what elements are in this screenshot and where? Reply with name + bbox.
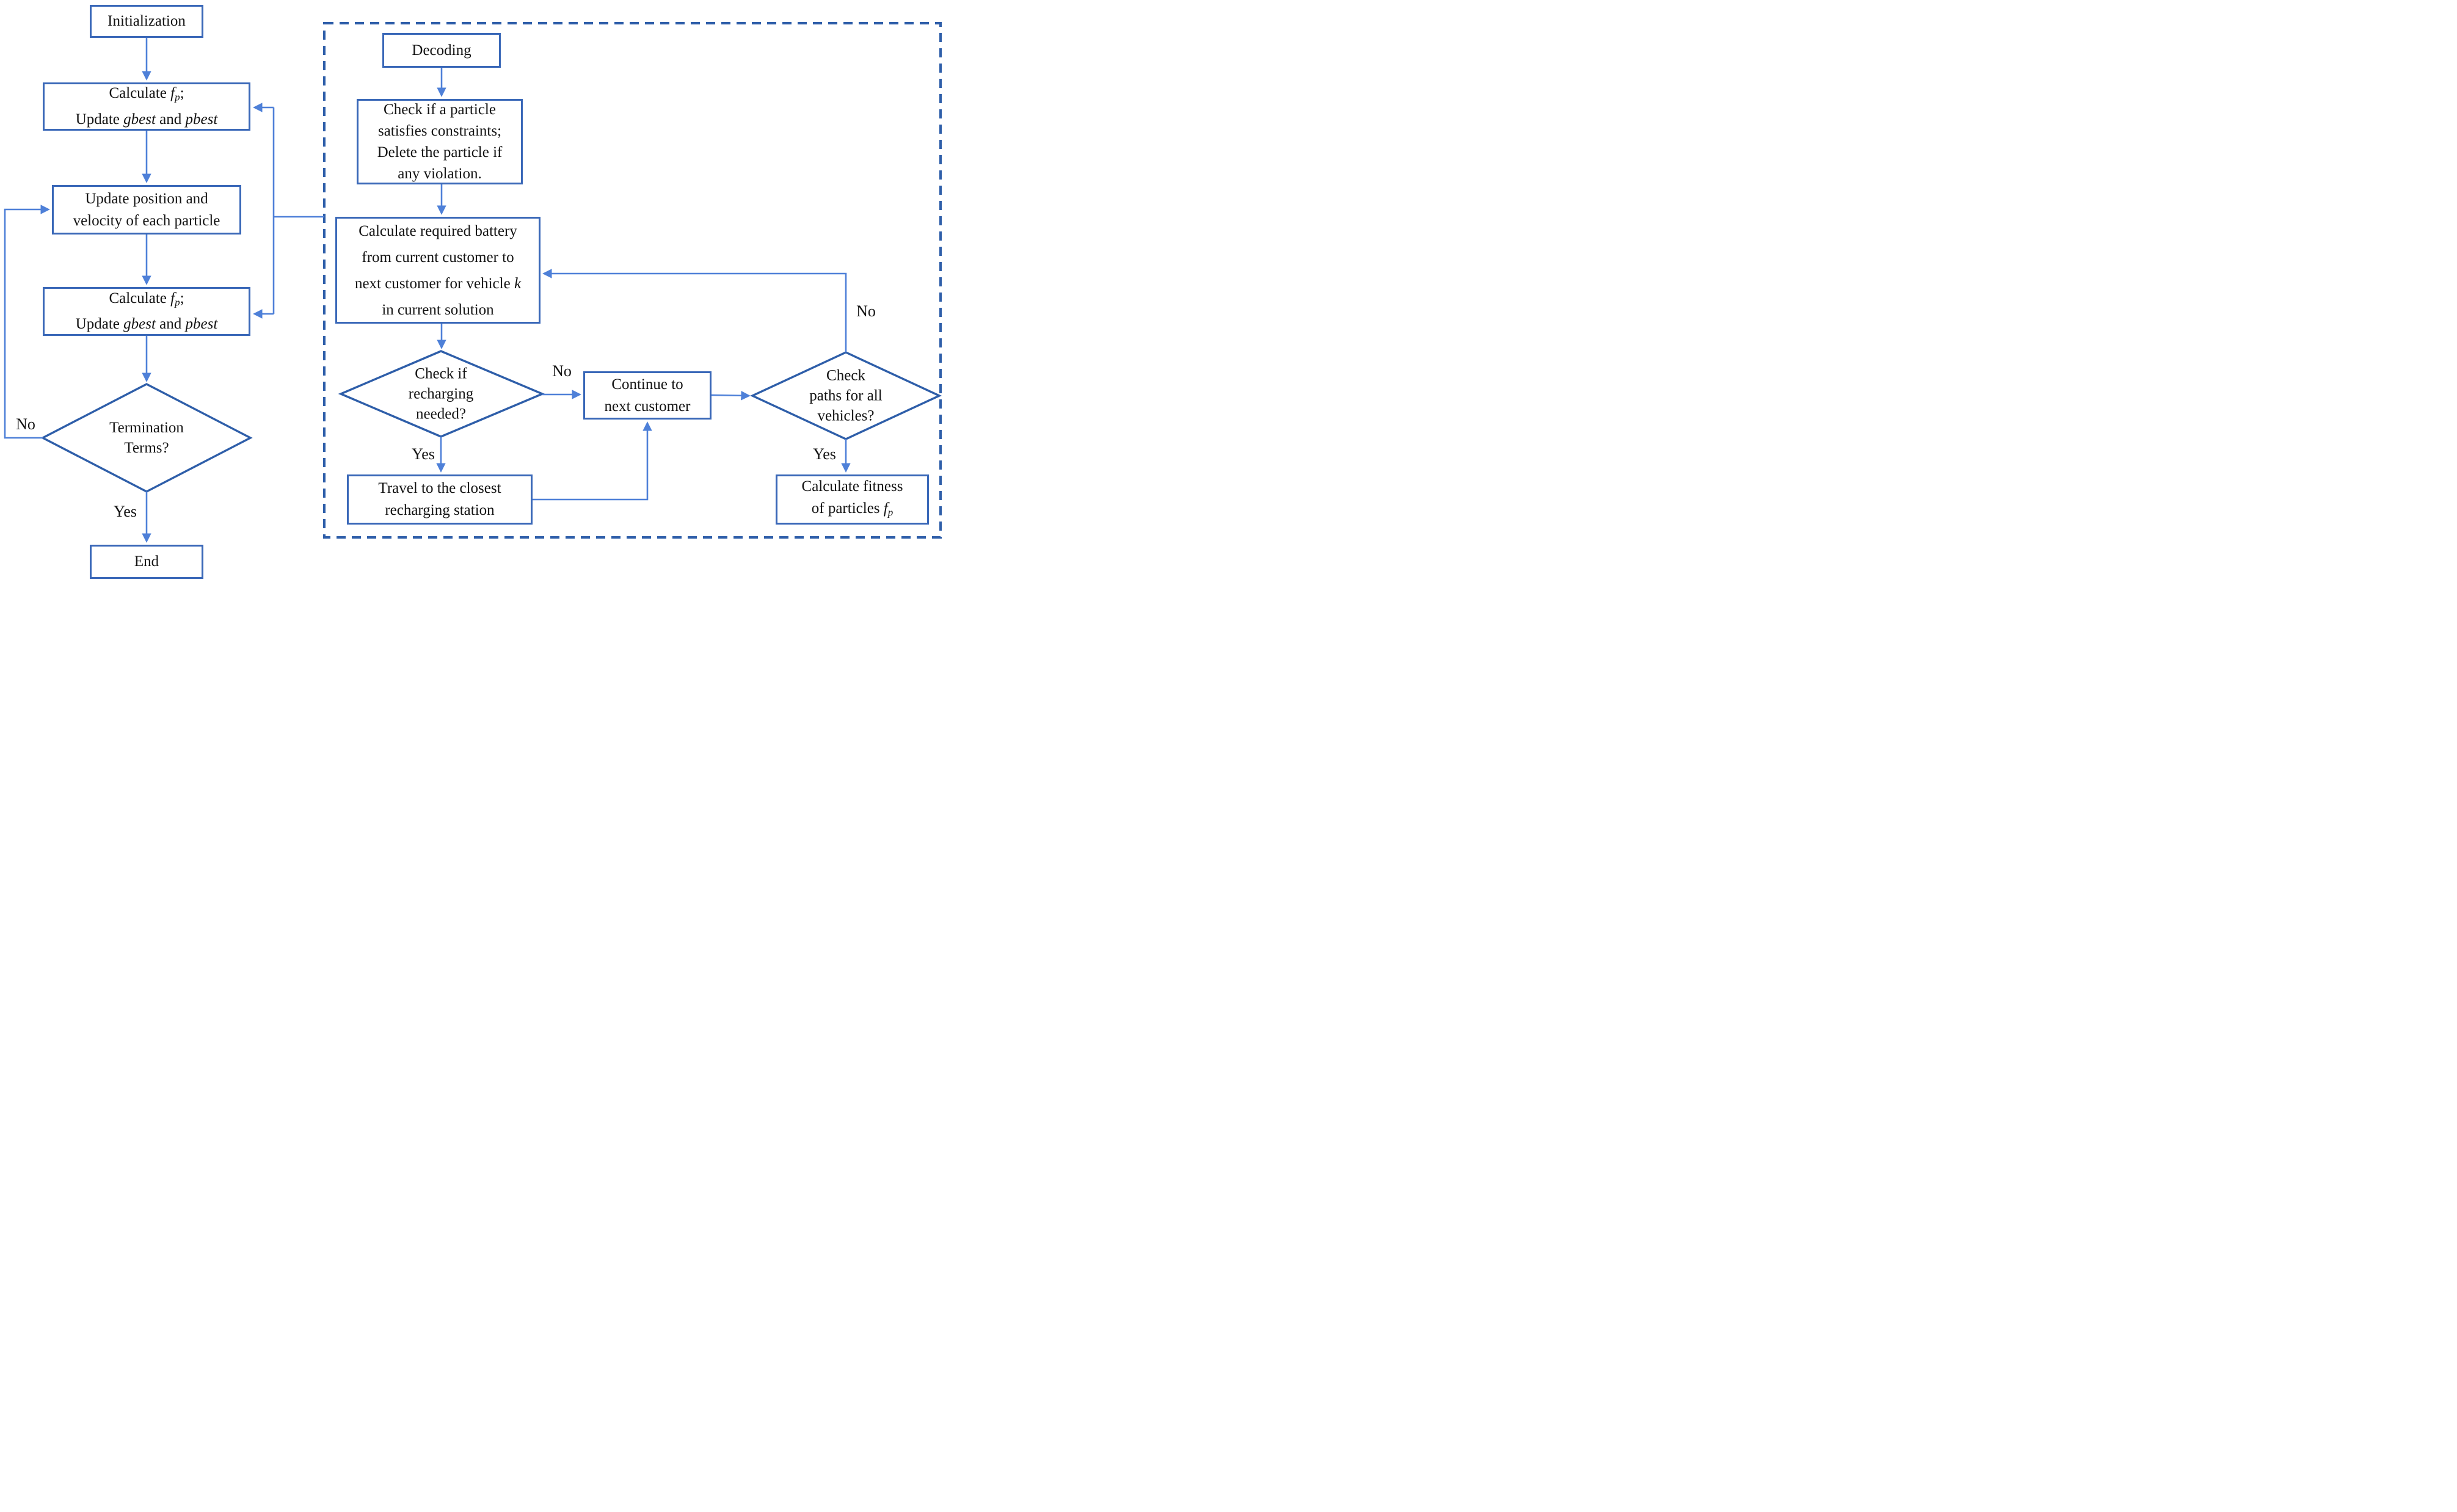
travel-line2: recharging station	[385, 502, 495, 518]
check-particle-line2: satisfies constraints;	[377, 123, 502, 139]
calc-fp-line1: Calculate fp;	[109, 288, 184, 313]
end-label: End	[134, 553, 159, 570]
calc-fp-update-box-1: Calculate fp; Update gbest and pbest	[43, 82, 250, 131]
yes-label-recharging: Yes	[412, 445, 435, 463]
update-text: Update	[75, 316, 124, 333]
update-text: Update	[75, 111, 124, 128]
fp-symbol: f	[170, 289, 175, 307]
continue-line1: Continue to	[611, 376, 683, 393]
end-box: End	[90, 545, 203, 579]
continue-next-customer-box: Continue to next customer	[583, 371, 712, 420]
pbest-symbol: pbest	[185, 111, 218, 128]
fitness-line2: of particles fp	[812, 498, 893, 523]
recharge-line3: needed?	[416, 405, 466, 423]
gbest-symbol: gbest	[123, 316, 156, 333]
initialization-label: Initialization	[107, 13, 186, 29]
decoding-box: Decoding	[382, 33, 501, 68]
calc-text: Calculate	[109, 85, 171, 102]
and-text: and	[155, 316, 186, 333]
recharging-needed-label: Check if recharging needed?	[409, 364, 473, 424]
no-label-paths: No	[856, 302, 876, 320]
recharge-line1: Check if	[415, 365, 467, 382]
feedback-travel-to-continue	[533, 421, 652, 501]
check-particle-line4: any violation.	[398, 165, 482, 182]
no-label-recharging: No	[552, 362, 572, 380]
check-particle-line1: Check if a particle	[384, 101, 496, 118]
fitness-line1: Calculate fitness	[801, 478, 903, 495]
yes-label-paths: Yes	[813, 445, 836, 463]
calc-fp-line2: Update gbest and pbest	[76, 109, 218, 131]
fp-subscript: p	[175, 91, 180, 103]
continue-line2: next customer	[604, 398, 691, 415]
check-particle-constraints-box: Check if a particle satisfies constraint…	[357, 99, 523, 184]
calc-fp-line1: Calculate fp;	[109, 82, 184, 108]
battery-line3-text: next customer for vehicle	[354, 275, 514, 292]
paths-line2: paths for all	[809, 387, 883, 404]
initialization-box: Initialization	[90, 5, 203, 38]
calc-fp-update-box-2: Calculate fp; Update gbest and pbest	[43, 287, 250, 336]
update-position-line2: velocity of each particle	[73, 212, 220, 229]
recharge-line2: recharging	[408, 385, 474, 402]
battery-line4: in current solution	[382, 301, 494, 318]
travel-line1: Travel to the closest	[378, 480, 501, 496]
decoding-subprocess-dashed-border	[323, 22, 942, 539]
check-paths-vehicles-label: Check paths for all vehicles?	[809, 366, 882, 426]
calc-required-battery-box: Calculate required battery from current …	[335, 217, 541, 324]
update-position-line1: Update position and	[85, 190, 208, 207]
fp-subscript: p	[887, 506, 894, 518]
fp-symbol: f	[170, 85, 175, 102]
arrow-continue-to-paths-diamond	[711, 391, 751, 401]
calc-semicolon: ;	[180, 85, 184, 102]
travel-recharging-station-box: Travel to the closest recharging station	[347, 474, 533, 525]
paths-line1: Check	[826, 367, 865, 384]
connectors-layer	[4, 22, 942, 543]
fp-symbol: f	[883, 500, 888, 517]
and-text: and	[155, 111, 186, 128]
vehicle-k-symbol: k	[514, 275, 522, 292]
battery-line3: next customer for vehicle k	[355, 271, 521, 297]
calc-fitness-particles-box: Calculate fitness of particles fp	[776, 474, 929, 525]
calc-semicolon: ;	[180, 289, 184, 307]
calc-text: Calculate	[109, 289, 171, 307]
battery-line1: Calculate required battery	[359, 222, 517, 239]
feedback-termination-no-to-update	[4, 205, 50, 439]
check-particle-line3: Delete the particle if	[377, 144, 503, 161]
gbest-symbol: gbest	[123, 111, 156, 128]
fitness-line2-text: of particles	[811, 500, 884, 517]
termination-line2: Terms?	[124, 440, 169, 456]
fp-subscript: p	[175, 296, 180, 308]
termination-line1: Termination	[109, 420, 184, 436]
paths-line3: vehicles?	[817, 407, 875, 424]
feedback-paths-no-to-battery	[542, 269, 847, 352]
update-position-velocity-box: Update position and velocity of each par…	[52, 185, 241, 234]
termination-terms-label: Termination Terms?	[109, 418, 184, 458]
no-label-termination: No	[16, 415, 35, 433]
decoding-label: Decoding	[412, 42, 471, 59]
calc-fp-line2: Update gbest and pbest	[76, 313, 218, 335]
pso-decoding-flowchart: Initialization Calculate fp; Update gbes…	[0, 0, 945, 581]
battery-line2: from current customer to	[362, 249, 514, 266]
pbest-symbol: pbest	[185, 316, 218, 333]
yes-label-termination: Yes	[114, 503, 137, 520]
